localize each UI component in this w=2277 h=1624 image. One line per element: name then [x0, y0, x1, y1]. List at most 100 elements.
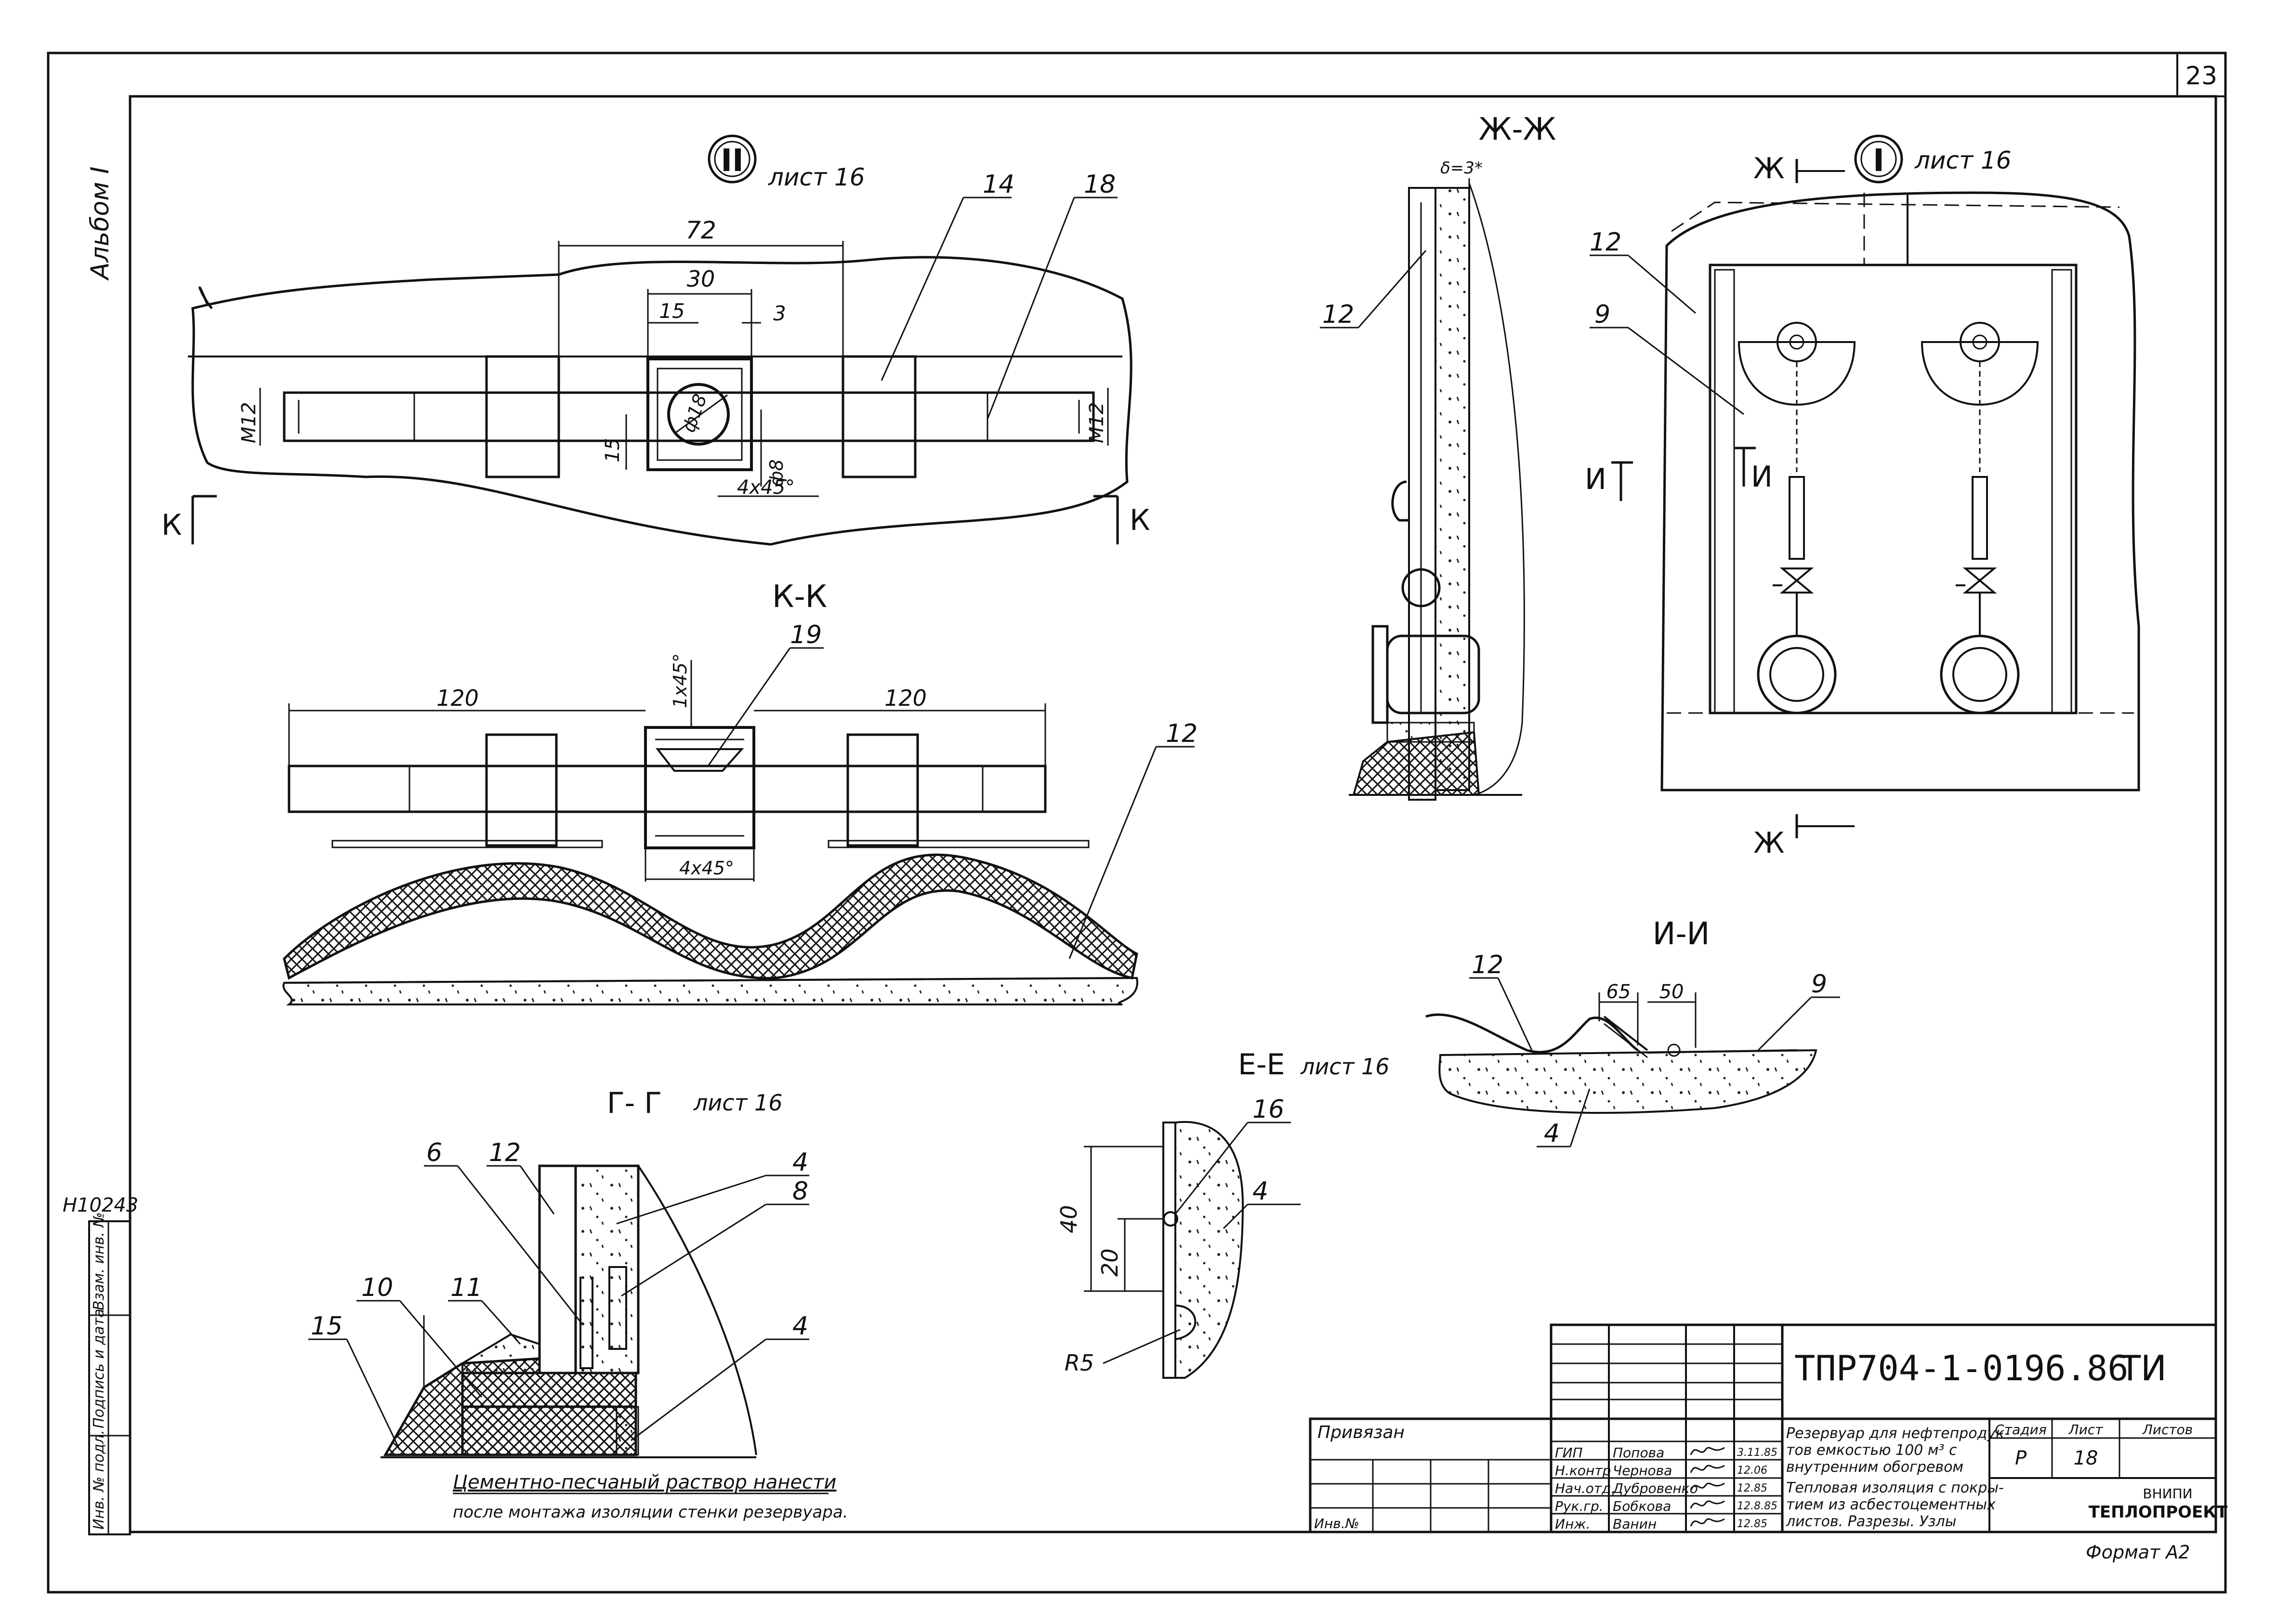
ii-corrugated-edge — [1425, 1013, 1639, 1054]
node-1-ref: лист 16 — [1914, 146, 2012, 174]
callout-gg-10: 10 — [361, 1273, 393, 1302]
callout-gg-4-bottom: 4 — [792, 1312, 808, 1341]
node-1-inner-panel — [1709, 264, 2078, 714]
gg-note-line2: после монтажа изоляции стенки резервуара… — [453, 1503, 848, 1522]
dim-phi8: ф8 — [766, 459, 787, 487]
dim-30: 30 — [687, 266, 715, 292]
callout-node1-12: 12 — [1590, 228, 1621, 257]
stamp-sign-label: Подпись и дата — [91, 1309, 107, 1429]
description-line-3: внутренним обогревом — [1786, 1459, 1963, 1476]
stage-value: Р — [2015, 1447, 2027, 1469]
callout-ee-16: 16 — [1252, 1095, 1284, 1124]
kk-insulation — [282, 977, 1138, 1005]
dim-ii-50: 50 — [1659, 981, 1684, 1003]
ee-wall — [1162, 1122, 1176, 1379]
node-2-ref: лист 16 — [768, 163, 865, 191]
date-2: 12.06 — [1737, 1465, 1767, 1477]
hole-18 — [667, 383, 730, 446]
dim-m12-left: М12 — [238, 402, 260, 443]
name-vanin: Ванин — [1613, 1516, 1657, 1532]
dim-kk-chamfer-bottom: 4х45° — [679, 858, 734, 879]
node-2-marker-circle — [708, 134, 757, 184]
sheet-format: Формат А2 — [2086, 1542, 2190, 1563]
callout-ii-4: 4 — [1544, 1119, 1560, 1148]
dim-72: 72 — [685, 216, 716, 244]
node-1-marker-circle — [1854, 134, 1903, 184]
kk-nut-right — [846, 733, 919, 847]
section-k-right: К — [1130, 503, 1150, 537]
ii-insulation — [1438, 1049, 1817, 1114]
zhzh-thickness: δ=3* — [1440, 158, 1483, 178]
org-line-2: ТЕПЛОПРОЕКТ — [2089, 1503, 2228, 1522]
callout-18: 18 — [1084, 170, 1116, 199]
col-stage-header: Стадия — [1995, 1422, 2046, 1438]
section-kk-view: К-К 120 120 1х45° 4х45° 19 — [282, 579, 1198, 1005]
kk-rod — [288, 765, 1047, 813]
cut-zh-top: Ж — [1753, 152, 1785, 185]
signature-2 — [1690, 1465, 1725, 1473]
gg-cement-fillet — [461, 1333, 540, 1374]
col-sheets-header: Листов — [2142, 1422, 2193, 1438]
kk-nut-left — [485, 733, 558, 847]
album-label: Альбом I — [86, 167, 115, 281]
section-ii-view: И-И 65 50 12 9 4 — [1425, 916, 1840, 1148]
callout-kk-19: 19 — [790, 621, 822, 649]
description-line-1: Резервуар для нефтепродук- — [1786, 1425, 2010, 1442]
zhzh-valve — [1401, 568, 1441, 607]
date-5: 12.85 — [1737, 1518, 1767, 1530]
node-2-break-outline — [191, 256, 1132, 546]
sheet-number: 23 — [2185, 62, 2217, 91]
dim-ee-r5: R5 — [1065, 1350, 1094, 1376]
callout-node1-9: 9 — [1594, 300, 1610, 329]
dim-kk-120-left: 120 — [436, 685, 479, 711]
name-popova: Попова — [1613, 1445, 1664, 1461]
callout-ee-4: 4 — [1252, 1177, 1268, 1206]
callout-gg-12: 12 — [489, 1138, 521, 1167]
stamp-inv-label: Инв. № подл. — [91, 1430, 107, 1530]
sheet-frame: 23 Альбом I — [47, 52, 2227, 1594]
node-2-marker: II — [721, 143, 744, 179]
title-block: Привязан Инв.№ ТПР704-1-0196.86 ТИ ГИП Н… — [1309, 1323, 2228, 1563]
privyazan-label: Привязан — [1317, 1423, 1405, 1442]
callout-gg-15: 15 — [311, 1312, 342, 1341]
corrugated-sheet-12 — [283, 853, 1138, 980]
document-code: ТПР704-1-0196.86 — [1794, 1348, 2129, 1388]
section-ee-title: Е-Е — [1238, 1048, 1285, 1082]
section-ee-view: Е-Е лист 16 40 20 R5 16 4 — [1056, 1048, 1390, 1379]
section-gg-view: Г- Г лист 16 6 12 4 8 10 11 — [308, 1086, 848, 1522]
org-line-1: ВНИПИ — [2143, 1486, 2192, 1502]
dim-3: 3 — [773, 302, 786, 325]
side-i-left: И — [1585, 462, 1606, 496]
section-k-left: К — [161, 508, 182, 542]
section-zhzh-view: Ж-Ж δ=3* 12 — [1320, 112, 1556, 801]
nut-left — [485, 355, 560, 478]
role-inzh: Инж. — [1555, 1516, 1590, 1532]
sheet-value: 18 — [2074, 1447, 2098, 1469]
callout-ii-9: 9 — [1811, 970, 1827, 999]
stamp-replace-label: Взам. инв. № — [91, 1212, 107, 1310]
inventory-code: Н10243 — [63, 1194, 138, 1216]
callout-gg-4-top: 4 — [792, 1148, 808, 1177]
kk-block — [644, 726, 755, 849]
threaded-rod — [283, 391, 1095, 442]
node-1-outline — [1660, 191, 2140, 792]
callout-14: 14 — [983, 170, 1014, 199]
date-3: 12.85 — [1737, 1482, 1767, 1494]
signature-1 — [1690, 1447, 1725, 1455]
dim-15: 15 — [659, 299, 684, 323]
side-stamp: Н10243 Инв. № подл. Подпись и дата Взам.… — [63, 1194, 138, 1535]
section-ee-ref: лист 16 — [1300, 1054, 1390, 1080]
dim-phi18: ф18 — [678, 391, 711, 435]
side-i-right: И — [1751, 460, 1773, 494]
callout-gg-8: 8 — [792, 1177, 808, 1206]
cut-zh-bottom: Ж — [1753, 826, 1785, 860]
callout-ii-12: 12 — [1472, 951, 1503, 979]
dim-kk-chamfer-top: 1х45° — [670, 653, 691, 708]
section-kk-title: К-К — [772, 579, 827, 615]
date-4: 12.8.85 — [1737, 1500, 1777, 1512]
gg-note-line1: Цементно-песчаный раствор нанести — [453, 1471, 836, 1493]
section-gg-title: Г- Г — [607, 1086, 662, 1120]
document-mark: ТИ — [2119, 1348, 2167, 1388]
dim-15-vertical: 15 — [602, 438, 624, 462]
